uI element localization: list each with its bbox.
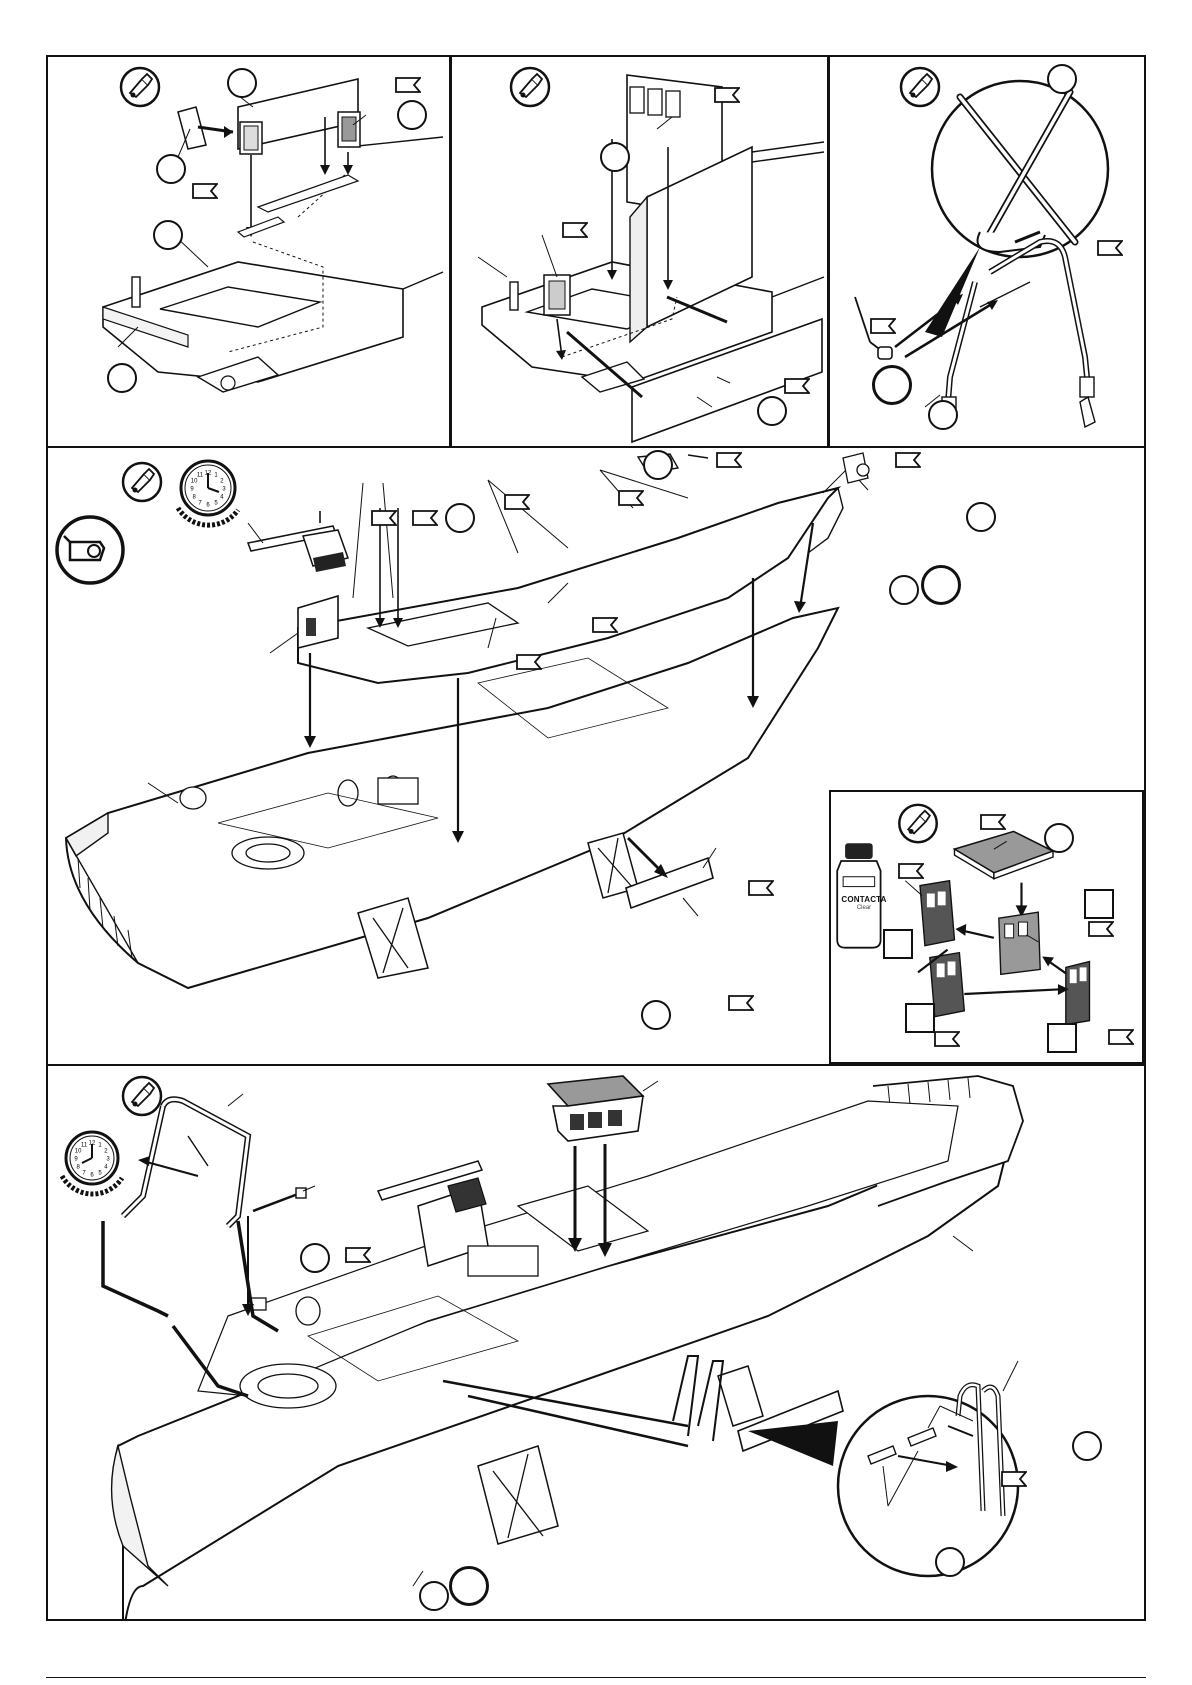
part-callout-a3 — [156, 154, 186, 184]
step-box-w4 — [1047, 1023, 1077, 1053]
part-callout-a5 — [107, 363, 137, 393]
decal-flag-icon — [192, 183, 218, 199]
part-callout-f5 — [449, 1566, 489, 1606]
clear-glue-applicator-icon — [57, 517, 123, 583]
part-callout-m5 — [921, 565, 961, 605]
decal-flag-icon — [714, 87, 740, 103]
part-callout-f1 — [300, 1243, 330, 1273]
decal-flag-icon — [371, 510, 397, 526]
decal-flag-icon — [1001, 1471, 1027, 1487]
decal-flag-icon — [980, 814, 1006, 830]
part-callout-b1 — [600, 142, 630, 172]
decal-flag-icon — [870, 318, 896, 334]
decal-flag-icon — [345, 1247, 371, 1263]
decal-flag-icon — [562, 222, 588, 238]
glue-tube-icon — [123, 463, 161, 501]
decal-flag-icon — [716, 452, 742, 468]
step-box-w1 — [1084, 889, 1114, 919]
clock-number: 10 — [191, 479, 198, 485]
decal-flag-icon — [592, 617, 618, 633]
decal-flag-icon — [934, 1031, 960, 1047]
step-box-w3 — [905, 1003, 935, 1033]
clock-number: 11 — [197, 473, 204, 479]
part-callout-f3 — [935, 1547, 965, 1577]
glue-tube-icon — [123, 1077, 161, 1115]
clock-number: 10 — [75, 1149, 82, 1155]
decal-flag-icon — [516, 654, 542, 670]
part-callout-c2 — [872, 365, 912, 405]
decal-flag-icon — [504, 494, 530, 510]
part-callout-c1 — [1047, 64, 1077, 94]
part-callout-a4 — [153, 220, 183, 250]
decal-flag-icon — [395, 77, 421, 93]
decal-flag-icon — [618, 490, 644, 506]
decal-flag-icon — [1088, 921, 1114, 937]
part-callout-m4 — [889, 575, 919, 605]
step-panel-deck-bulkhead — [48, 57, 448, 446]
clear-glue-sub: Clear — [836, 905, 892, 911]
decal-flag-icon — [895, 452, 921, 468]
part-callout-m1 — [643, 450, 673, 480]
decal-flag-icon — [1108, 1029, 1134, 1045]
decal-flag-icon — [748, 880, 774, 896]
glue-tube-icon — [511, 68, 549, 106]
deck-walls-drawing — [452, 57, 826, 446]
decal-flag-icon — [728, 995, 754, 1011]
clock-number: 12 — [205, 471, 212, 477]
glue-tube-icon — [121, 68, 159, 106]
part-callout-b2 — [757, 396, 787, 426]
clock-number: 11 — [81, 1143, 88, 1149]
part-callout-m3 — [966, 502, 996, 532]
decal-flag-icon — [1097, 240, 1123, 256]
decal-flag-icon — [412, 510, 438, 526]
clear-glue-brand: CONTACTA — [836, 895, 892, 904]
footer-rule — [46, 1677, 1146, 1678]
deck-bulkhead-drawing — [48, 57, 448, 446]
decal-flag-icon — [898, 863, 924, 879]
part-callout-m6 — [641, 1000, 671, 1030]
part-callout-f4 — [419, 1581, 449, 1611]
part-callout-a1 — [227, 68, 257, 98]
glue-tube-icon — [901, 68, 939, 106]
clock-number: 12 — [89, 1141, 96, 1147]
part-callout-a2 — [397, 100, 427, 130]
part-callout-f2 — [1072, 1431, 1102, 1461]
decal-flag-icon — [784, 378, 810, 394]
glue-tube-icon — [899, 805, 936, 842]
step-panel-deck-walls — [452, 57, 826, 446]
part-callout-m2 — [445, 503, 475, 533]
part-callout-w1 — [1044, 823, 1074, 853]
step-box-w2 — [883, 929, 913, 959]
part-callout-c3 — [928, 400, 958, 430]
